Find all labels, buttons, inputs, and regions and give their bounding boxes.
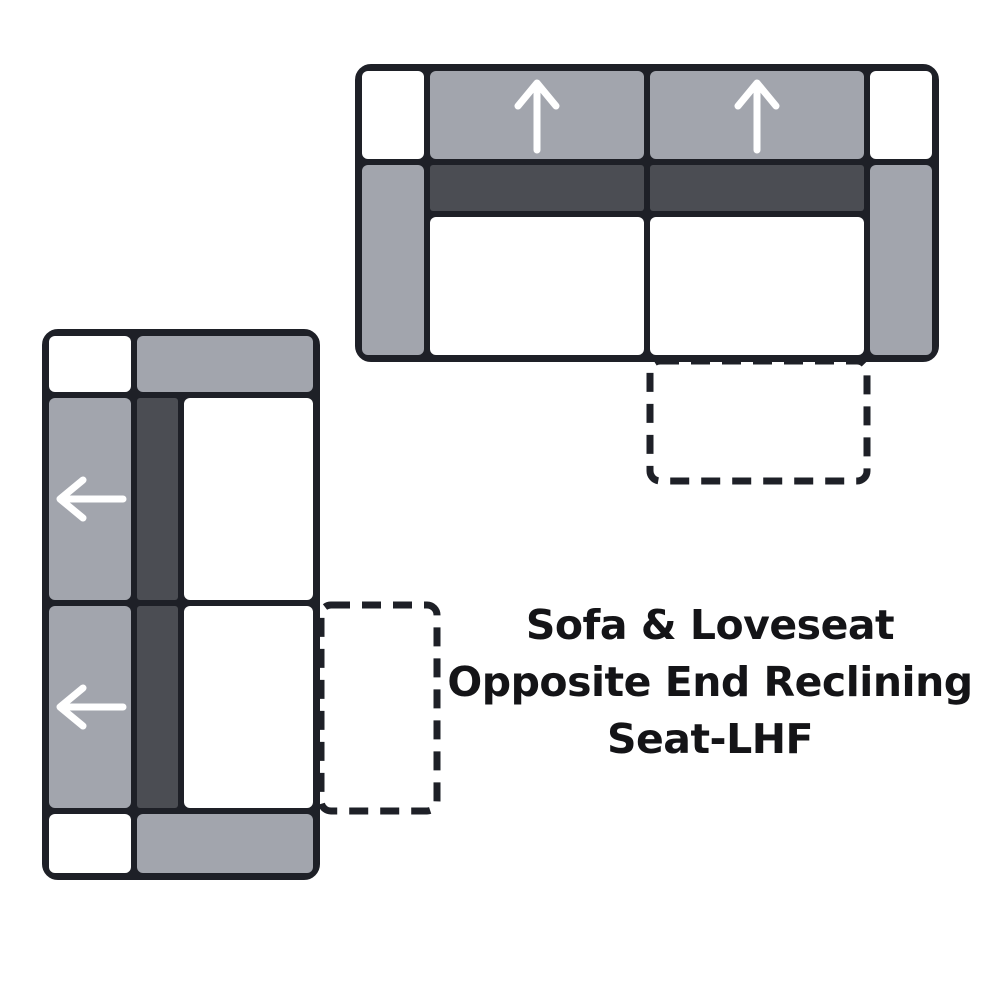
caption-line-3: Seat-LHF	[606, 715, 814, 763]
loveseat-back-rail-bottom	[137, 606, 178, 808]
loveseat-corner-block-bottom	[49, 814, 131, 873]
arrow-left-icon	[56, 684, 127, 730]
loveseat-top-view	[42, 329, 320, 880]
loveseat-corner-block-top	[49, 336, 131, 392]
arrow-left-icon	[56, 476, 127, 522]
caption: Sofa & Loveseat Opposite End Reclining S…	[420, 597, 1000, 768]
sofa-seat-right	[650, 217, 864, 355]
sofa-top-view	[355, 64, 939, 362]
sofa-back-cushion-left	[430, 71, 644, 159]
loveseat-seat-top	[184, 398, 313, 600]
sofa-footrest-dashed-outline	[646, 357, 871, 485]
arrow-up-icon	[514, 79, 560, 154]
caption-line-2: Opposite End Reclining	[447, 658, 973, 706]
loveseat-back-rail-top	[137, 398, 178, 600]
sofa-back-rail-left	[430, 165, 644, 211]
loveseat-armrest-bottom	[137, 814, 313, 873]
loveseat-seat-bottom	[184, 606, 313, 808]
sofa-seat-left	[430, 217, 644, 355]
sofa-corner-block-left	[362, 71, 424, 159]
sofa-corner-block-right	[870, 71, 932, 159]
sofa-armrest-left	[362, 165, 424, 355]
sofa-back-rail-right	[650, 165, 864, 211]
sofa-back-cushion-right	[650, 71, 864, 159]
loveseat-back-cushion-bottom	[49, 606, 131, 808]
loveseat-armrest-top	[137, 336, 313, 392]
arrow-up-icon	[734, 79, 780, 154]
sofa-armrest-right	[870, 165, 932, 355]
caption-line-1: Sofa & Loveseat	[525, 601, 895, 649]
loveseat-footrest-dashed-outline	[317, 601, 441, 815]
loveseat-back-cushion-top	[49, 398, 131, 600]
